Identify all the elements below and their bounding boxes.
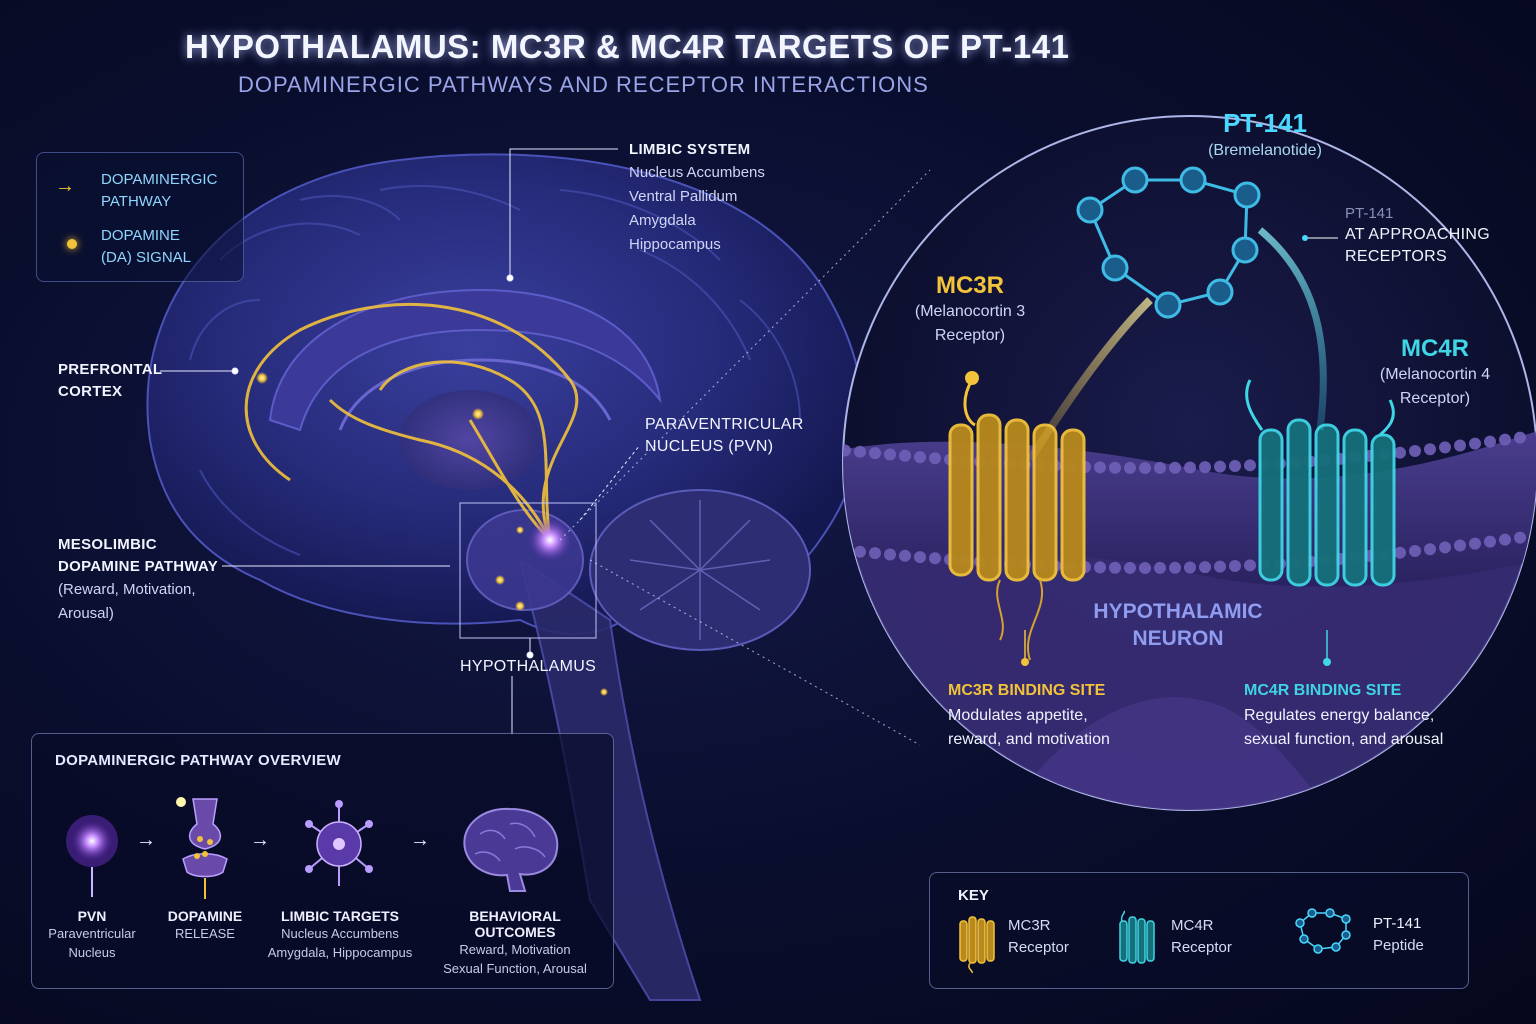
key-panel: KEY MC3R Receptor MC4R Receptor PT-141 P… [929, 872, 1469, 989]
key-title: KEY [958, 887, 989, 904]
mc4r-receptor-shape [1258, 418, 1396, 587]
mesolimbic-pathway-label: MESOLIMBIC DOPAMINE PATHWAY (Reward, Mot… [58, 536, 219, 622]
key-mc3r-label: MC3R Receptor [1008, 917, 1069, 956]
pathway-overview-panel: DOPAMINERGIC PATHWAY OVERVIEW → → → [31, 733, 614, 989]
arrow-right-icon: → [250, 829, 270, 851]
mc3r-receptor-icon [959, 916, 995, 973]
overview-title: DOPAMINERGIC PATHWAY OVERVIEW [55, 752, 341, 769]
receptor-zoom-circle [842, 115, 1536, 811]
brain-icon [463, 807, 559, 892]
pvn-neuron-icon [66, 815, 118, 897]
mc4r-label: MC4R (Melanocortin 4 Receptor) [1379, 335, 1491, 407]
limbic-neuron-icon [305, 800, 373, 886]
overview-step-limbic: LIMBIC TARGETS Nucleus Accumbens Amygdal… [267, 908, 413, 960]
pt141-peptide-icon [1295, 908, 1351, 954]
arrow-right-icon: → [410, 829, 430, 851]
hypothalamic-neuron-label: HYPOTHALAMIC NEURON [1093, 600, 1263, 650]
dopamine-dot-icon [67, 239, 77, 249]
legend-box: → DOPAMINERGIC PATHWAY DOPAMINE (DA) SIG… [36, 152, 244, 282]
legend-signal-label: DOPAMINE (DA) SIGNAL [101, 227, 192, 266]
overview-step-pvn: PVN Paraventricular Nucleus [48, 908, 136, 960]
mc3r-label: MC3R (Melanocortin 3 Receptor) [914, 272, 1026, 344]
prefrontal-cortex-label: PREFRONTAL CORTEX [58, 361, 163, 400]
page-subtitle: DOPAMINERGIC PATHWAYS AND RECEPTOR INTER… [238, 72, 929, 97]
overview-step-behavioral: BEHAVIORAL OUTCOMES Reward, Motivation S… [443, 908, 587, 976]
mc4r-binding-site: MC4R BINDING SITE Regulates energy balan… [1244, 682, 1444, 748]
arrow-right-icon: → [136, 829, 156, 851]
arrow-right-icon: → [55, 175, 75, 197]
legend-pathway-label: DOPAMINERGIC PATHWAY [101, 171, 218, 210]
mc3r-receptor-shape [948, 413, 1086, 582]
brain-illustration [146, 153, 864, 1001]
page-title: HYPOTHALAMUS: MC3R & MC4R TARGETS OF PT-… [185, 28, 1070, 65]
pvn-label: PARAVENTRICULAR NUCLEUS (PVN) [645, 416, 804, 455]
synapse-icon [176, 797, 228, 899]
key-pt141-label: PT-141 Peptide [1373, 915, 1424, 954]
mc4r-receptor-icon [1119, 910, 1155, 964]
overview-step-dopamine: DOPAMINE RELEASE [167, 908, 243, 941]
pt141-approach-label: PT-141 AT APPROACHING RECEPTORS [1345, 205, 1490, 265]
hypothalamus-label: HYPOTHALAMUS [460, 658, 597, 675]
limbic-system-label: LIMBIC SYSTEM Nucleus Accumbens Ventral … [629, 141, 765, 253]
key-mc4r-label: MC4R Receptor [1171, 917, 1232, 956]
mc3r-binding-site: MC3R BINDING SITE Modulates appetite, re… [948, 682, 1110, 748]
pt141-molecule [1076, 166, 1261, 319]
pt141-label: PT-141 (Bremelanotide) [1208, 108, 1322, 159]
